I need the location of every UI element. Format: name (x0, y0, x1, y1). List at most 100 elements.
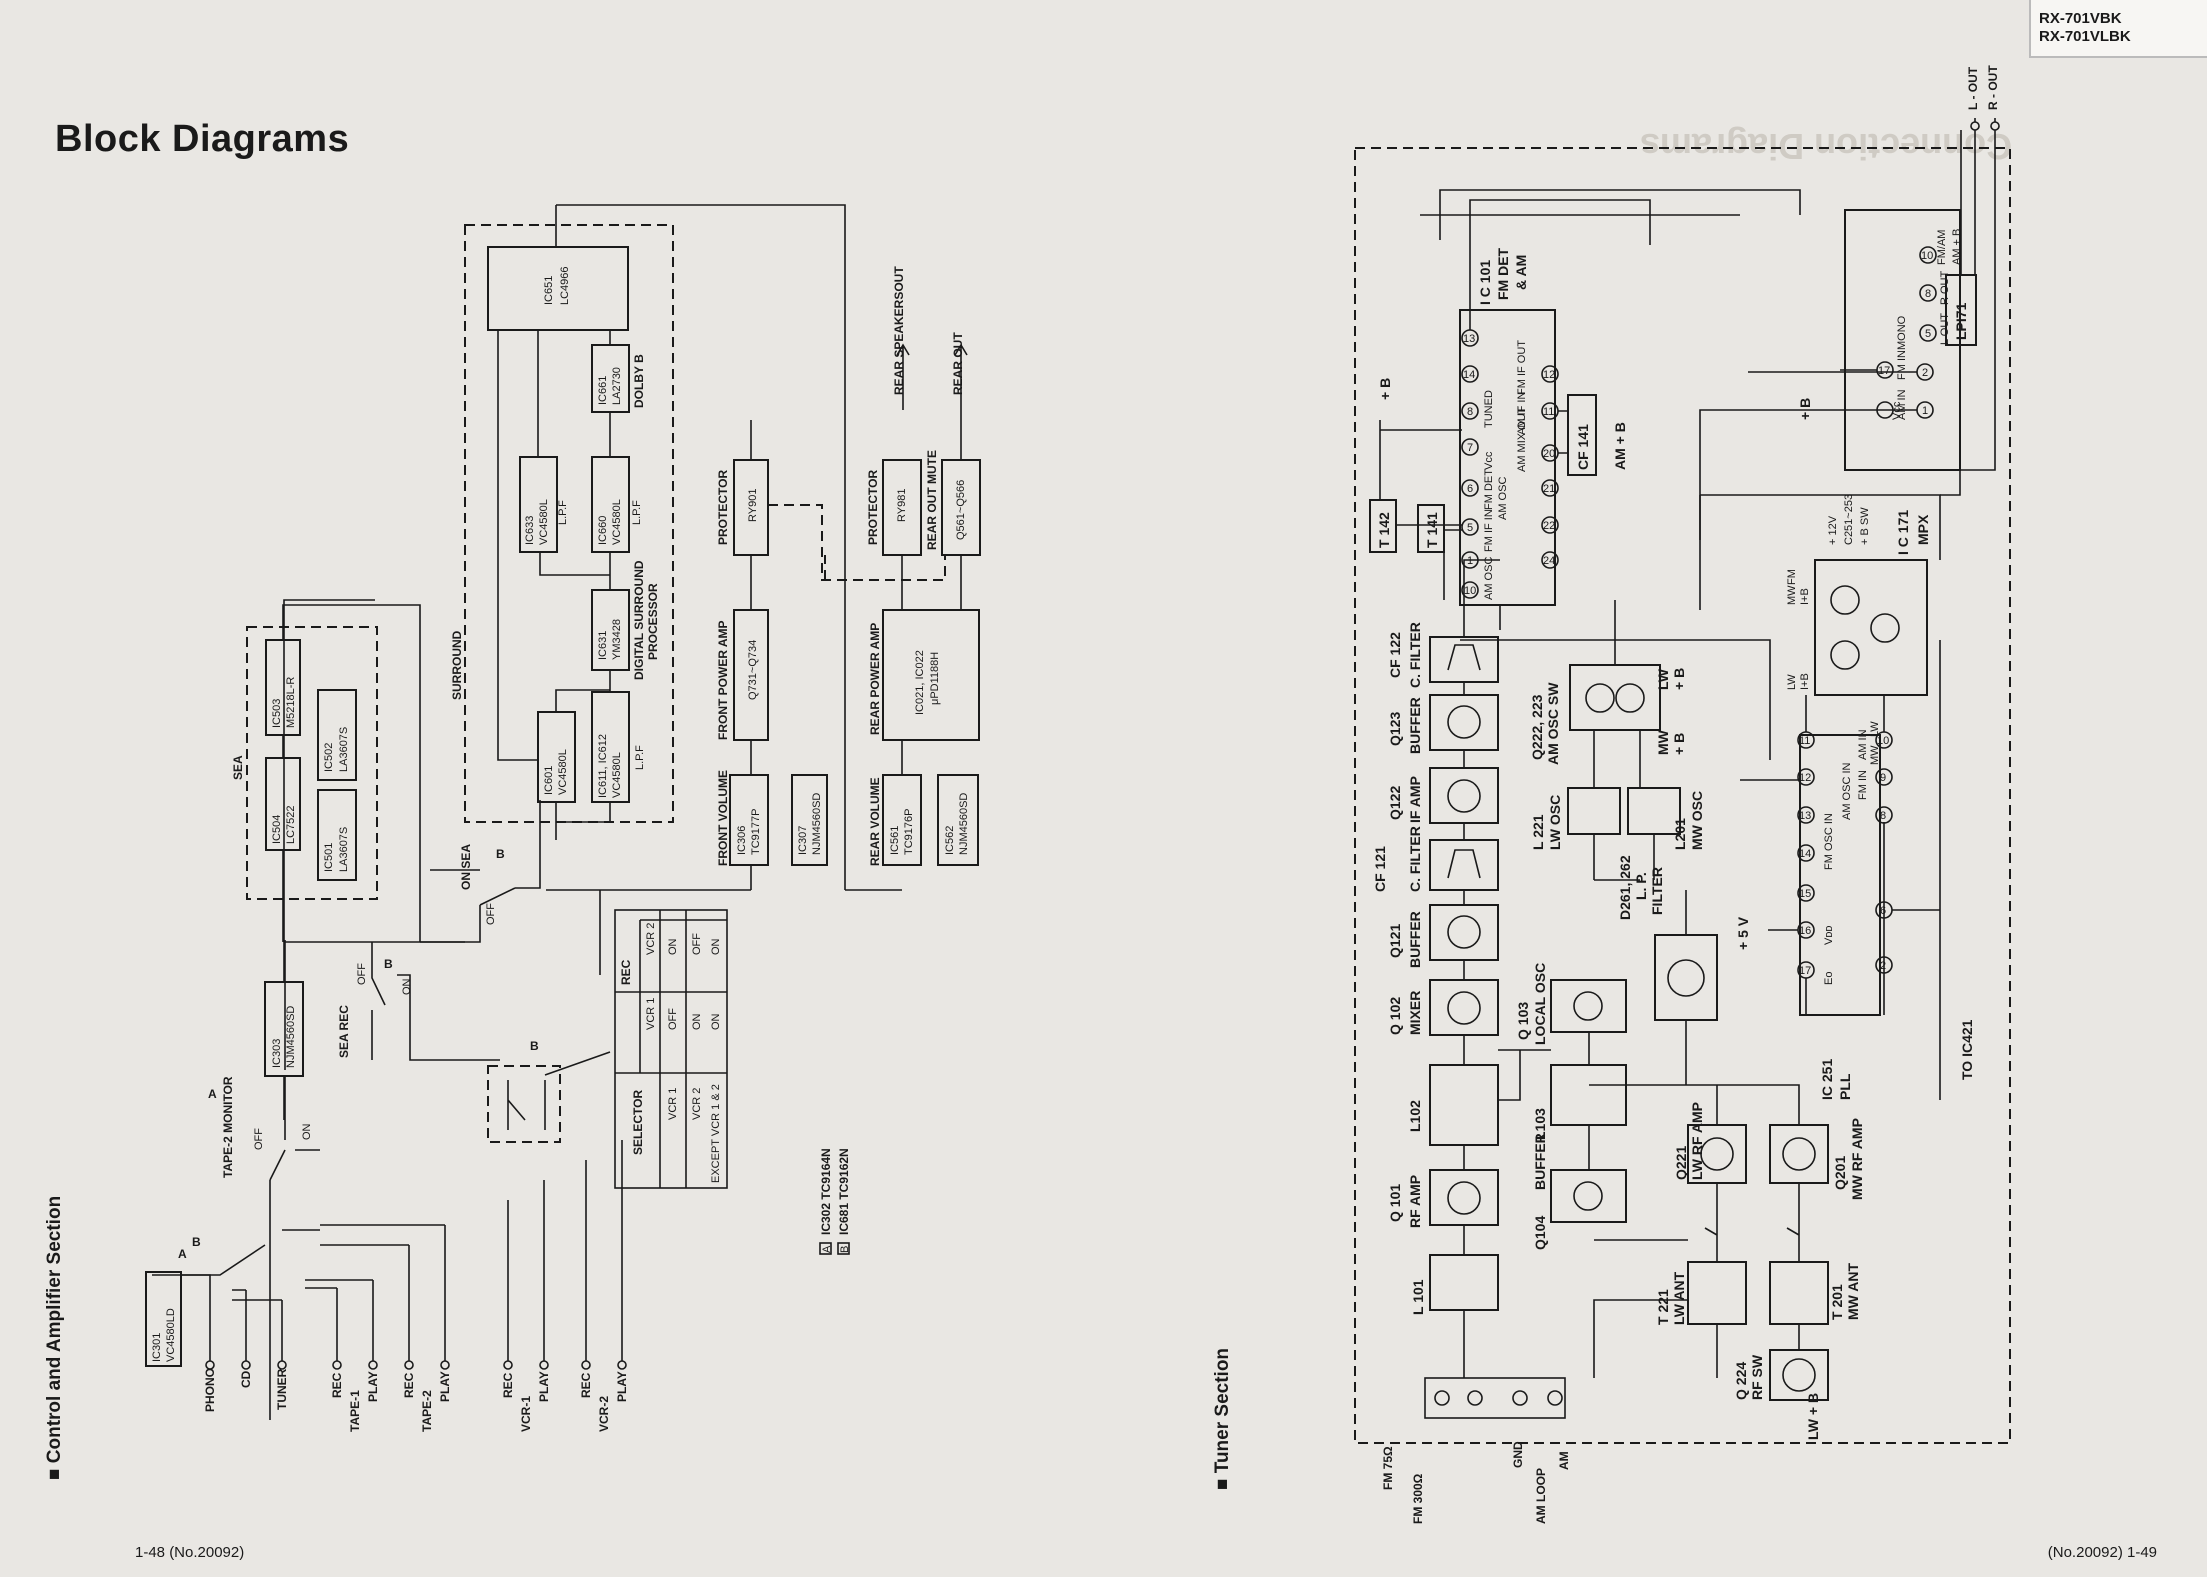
t221-ref: T 221 (1655, 1289, 1671, 1325)
ic171-pin-2: 2 (1922, 367, 1928, 379)
ic661-name: IC661 (597, 376, 609, 405)
stage-q102-name: MIXER (1407, 991, 1423, 1035)
ic306-part: TC9177P (750, 809, 762, 855)
ic101-pin-14: 14 (1463, 369, 1475, 381)
stage-cf121-ref: CF 121 (1372, 846, 1388, 892)
note-b-badge-box (837, 1242, 850, 1255)
input-vcr2-rec: REC (579, 1372, 593, 1398)
sea-rec-on: ON (401, 978, 413, 995)
q104-ref: Q104 (1532, 1216, 1548, 1250)
ic101-pin-20: 20 (1543, 448, 1555, 460)
output-jacks (1970, 121, 2000, 131)
cf141-amb: AM + B (1612, 422, 1628, 470)
sea-rec-label: SEA REC (337, 1005, 351, 1058)
badge-a-1: A (178, 1247, 187, 1261)
ant-am: AM (1557, 1451, 1571, 1470)
ic101-title-2: FM DET (1495, 247, 1511, 300)
table-row-except-label: EXCEPT VCR 1 & 2 (710, 1084, 722, 1183)
table-sub-vcr2: VCR 2 (645, 923, 657, 955)
rear-out-label: REAR OUT (951, 332, 965, 395)
input-tape1-rec: REC (330, 1372, 344, 1398)
ic101-block (1459, 309, 1556, 606)
rear-power-label: REAR POWER AMP (868, 623, 882, 735)
q103-ref: Q 103 (1515, 1002, 1531, 1040)
ic251-pin-17: 17 (1799, 965, 1811, 977)
q221-ref: Q221 (1673, 1146, 1689, 1180)
t201-ref: T 201 (1829, 1284, 1845, 1320)
ic101-pin-10: 10 (1464, 585, 1476, 597)
note-b-text: IC681 TC9162N (837, 1148, 851, 1235)
ic101-pin-6: 6 (1467, 483, 1473, 495)
tape2-monitor-label: TAPE-2 MONITOR (221, 1076, 235, 1178)
input-tape2-play: PLAY (438, 1371, 452, 1402)
ic660-lpf: L.P.F (631, 500, 643, 525)
model-line-1: RX-701VBK (2039, 10, 2122, 27)
ic561-part: TC9176P (903, 809, 915, 855)
protector2-label: PROTECTOR (866, 470, 880, 545)
ic251-title-2: PLL (1837, 1073, 1853, 1100)
t142-label: T 142 (1376, 512, 1392, 548)
page-number-right: (No.20092) 1-49 (2047, 1544, 2157, 1561)
ic651-block (487, 246, 629, 331)
ic251-pin-8: 8 (1880, 810, 1886, 822)
ic562-part: NJM4560SD (958, 793, 970, 855)
stage-l102-ref: L102 (1407, 1100, 1423, 1132)
ic101-lbl-amosc: AM OSC (1483, 557, 1495, 600)
ic171-wires (1699, 130, 1976, 540)
q222-ref: Q222, 223 (1529, 694, 1545, 760)
ic251-lbl-amin: AM IN (1857, 729, 1869, 760)
band-sw-lbl-5: LW (1786, 674, 1798, 690)
mwb-label-1: MW (1655, 729, 1671, 755)
band-switch-wires (1699, 494, 1941, 1100)
stage-q121-name: BUFFER (1407, 911, 1423, 968)
input-vcr2-group: VCR-2 (597, 1396, 611, 1432)
l103-ref: L103 (1532, 1108, 1548, 1140)
c251-lbl-2: C251~253 (1843, 494, 1855, 545)
ic171-lbl-fmam: FM/AM (1936, 230, 1948, 265)
ic301-part: VC4580LD (165, 1308, 177, 1362)
input-phono: PHONO (203, 1368, 217, 1412)
ic301-name: IC301 (151, 1333, 163, 1362)
ic101-pin-21: 21 (1543, 483, 1555, 495)
lpi71-label: LPI71 (1953, 302, 1969, 340)
note-a-badge: A (821, 1245, 833, 1253)
stage-q121-ref: Q121 (1387, 924, 1403, 958)
q222-name: AM OSC SW (1545, 682, 1561, 765)
input-selector-switch (181, 1180, 320, 1420)
note-a-badge-box (819, 1242, 832, 1255)
vcr-switch-wires (507, 1051, 611, 1130)
ic101-wires (1379, 189, 1801, 760)
input-tape2-group: TAPE-2 (420, 1390, 434, 1432)
input-tape1-play: PLAY (366, 1371, 380, 1402)
stage-q102-ref: Q 102 (1387, 997, 1403, 1035)
input-tape1-group: TAPE-1 (348, 1390, 362, 1432)
am-stage-wires (1498, 600, 1800, 1378)
cf141-block (1567, 394, 1597, 476)
ic611-name: IC611, IC612 (597, 734, 609, 798)
ic101-title-3: & AM (1513, 255, 1529, 290)
ic021-block (882, 609, 980, 741)
q731-label: Q731~Q734 (747, 640, 759, 700)
ic303-name: IC303 (271, 1039, 283, 1068)
tape2-monitor-on: ON (301, 1123, 313, 1140)
ic251-pin-6: 6 (1880, 905, 1886, 917)
ic601-part: VC4580L (557, 749, 569, 795)
stage-q123-ref: Q123 (1387, 712, 1403, 746)
stage-cf122-name: C. FILTER (1407, 622, 1423, 688)
ic502-part: LA3607S (338, 727, 350, 772)
ic562-block (937, 774, 979, 866)
ic251-lbl-fmin: FM IN (1857, 770, 1869, 800)
ic301-block (145, 1271, 182, 1367)
q224-name: RF SW (1749, 1354, 1765, 1400)
stage-q101-name: RF AMP (1407, 1175, 1423, 1228)
t141-label: T 141 (1424, 512, 1440, 548)
ic251-pin-14: 14 (1799, 848, 1811, 860)
rear-speakers-label: REAR SPEAKERSOUT (892, 266, 906, 395)
sea-title: SEA (231, 755, 245, 780)
ic251-pin-16: 16 (1799, 925, 1811, 937)
model-label: RX-701VBK RX-701VLBK (2029, 0, 2207, 58)
input-vcr1-play: PLAY (537, 1371, 551, 1402)
table-row-vcr2-v2: OFF (691, 933, 703, 955)
ic251-lbl-eo: Eo (1823, 972, 1835, 985)
